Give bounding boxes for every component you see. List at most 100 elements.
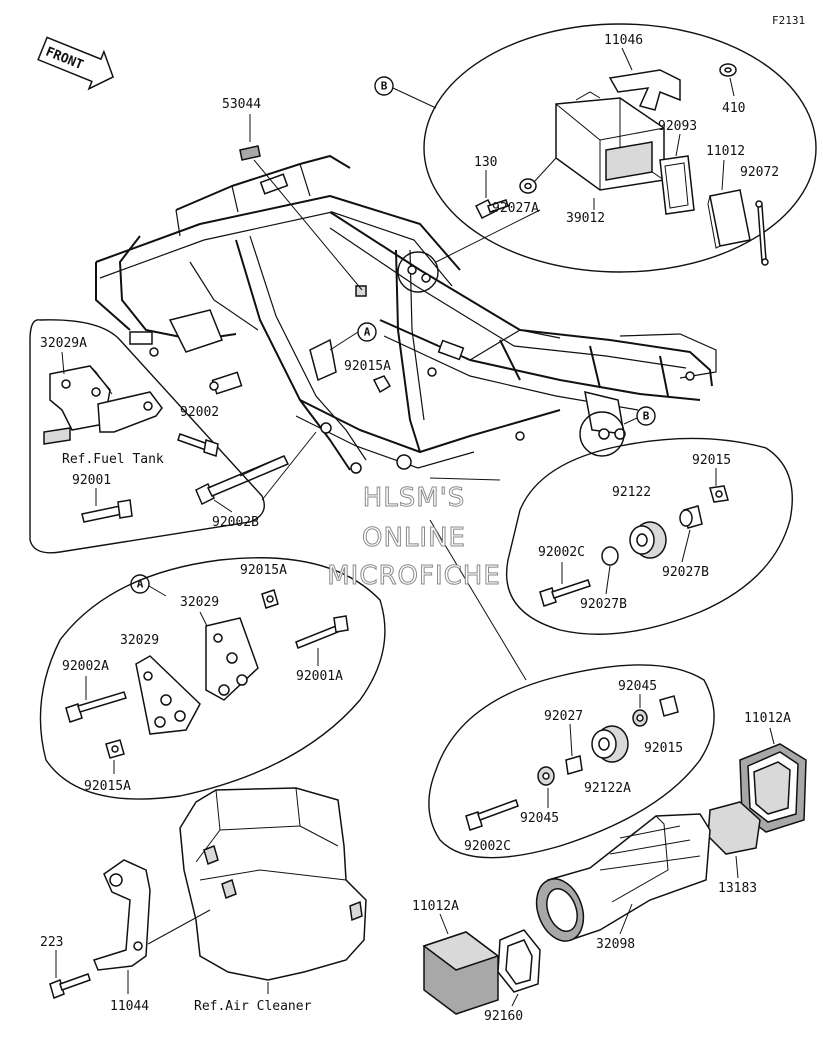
- label-92027b-right: 92027B: [662, 565, 709, 580]
- front-arrow-icon: FRONT: [37, 36, 115, 91]
- label-92002c-top: 92002C: [538, 545, 585, 560]
- nut-92015-lower: [659, 695, 679, 717]
- pad-53044: [239, 145, 261, 161]
- label-11044: 11044: [110, 999, 149, 1014]
- figure-code: F2131: [772, 14, 805, 27]
- watermark-line3: MICROFICHE: [327, 561, 501, 591]
- callout-a-frame-label: A: [364, 326, 371, 339]
- label-32029a: 32029A: [40, 336, 87, 351]
- group-b-bubble: [392, 23, 817, 273]
- label-92002a: 92002A: [62, 659, 109, 674]
- engine-mount-lower-bubble: [428, 519, 715, 859]
- bracket-11046: [608, 69, 681, 111]
- bolt-92002a: [65, 691, 127, 723]
- label-92027: 92027: [544, 709, 583, 724]
- label-92015a-a: 92015A: [240, 563, 287, 578]
- group-a-bubble: [39, 557, 386, 800]
- label-13183: 13183: [718, 881, 757, 896]
- collar-92027b-left: [601, 546, 619, 566]
- callout-a-frame: A: [357, 322, 377, 342]
- seal-92160: [497, 929, 541, 993]
- watermark: HLSM'S ONLINE MICROFICHE: [327, 483, 501, 592]
- label-92015a-bottom: 92015A: [84, 779, 131, 794]
- label-223: 223: [40, 935, 63, 950]
- bushing-92122a: [591, 725, 629, 763]
- label-32029-top: 32029: [180, 595, 219, 610]
- cover-11012: [707, 189, 751, 249]
- frame-assembly: [95, 155, 717, 474]
- label-92160: 92160: [484, 1009, 523, 1024]
- detail-circle-top: [397, 251, 439, 293]
- label-11012: 11012: [706, 144, 745, 159]
- filter-11012a-right: [739, 743, 807, 833]
- nut-92015a-bottom: [105, 739, 125, 759]
- bolt-92001: [81, 499, 133, 523]
- bolt-92002c-top: [539, 579, 591, 607]
- label-92045-top: 92045: [618, 679, 657, 694]
- label-92001a: 92001A: [296, 669, 343, 684]
- label-32029-left: 32029: [120, 633, 159, 648]
- bolt-92002c-bottom: [465, 799, 519, 831]
- label-92027a: 92027A: [492, 201, 539, 216]
- label-11046: 11046: [604, 33, 643, 48]
- label-92072: 92072: [740, 165, 779, 180]
- label-92093: 92093: [658, 119, 697, 134]
- plate-32029-left: [135, 655, 201, 735]
- label-92001: 92001: [72, 473, 111, 488]
- label-11012a-right: 11012A: [744, 711, 791, 726]
- label-92002c-bottom: 92002C: [464, 839, 511, 854]
- ref-fuel-tank: Ref.Fuel Tank: [62, 452, 164, 467]
- washer-92045-bottom: [537, 766, 555, 786]
- label-92002: 92002: [180, 405, 219, 420]
- washer-92045-top: [632, 709, 648, 727]
- bolt-92001a: [295, 615, 349, 649]
- callout-b-frame: B: [636, 406, 656, 426]
- bushing-92122: [629, 521, 667, 559]
- label-92015a-top: 92015A: [344, 359, 391, 374]
- nut-92015: [709, 485, 729, 503]
- collar-92027b-right: [679, 505, 703, 529]
- bolt-92002b: [195, 455, 290, 506]
- label-92002b: 92002B: [212, 515, 259, 530]
- bolt-92002: [177, 433, 219, 457]
- label-92045-bottom: 92045: [520, 811, 559, 826]
- label-92122: 92122: [612, 485, 651, 500]
- label-53044: 53044: [222, 97, 261, 112]
- label-11012a-left: 11012A: [412, 899, 459, 914]
- ref-air-cleaner: Ref.Air Cleaner: [194, 999, 312, 1014]
- nut-92015a-a: [261, 589, 279, 609]
- label-410: 410: [722, 101, 745, 116]
- washer-410: [719, 63, 737, 77]
- gasket-92093: [659, 155, 695, 215]
- bracket-32029a: [43, 365, 163, 445]
- watermark-line1: HLSM'S: [363, 483, 466, 513]
- bracket-11044: [93, 859, 151, 971]
- label-39012: 39012: [566, 211, 605, 226]
- label-92027b-left: 92027B: [580, 597, 627, 612]
- nut-92015a-frame: [372, 375, 392, 394]
- fuel-tank-bubble: [29, 319, 317, 554]
- air-cleaner-housing: [179, 787, 367, 981]
- callout-b-frame-label: B: [643, 410, 650, 423]
- label-32098: 32098: [596, 937, 635, 952]
- collar-92027: [565, 755, 583, 775]
- detail-circle-b: [579, 411, 625, 457]
- engine-mount-upper-bubble: [429, 437, 793, 635]
- bolt-130: [474, 198, 509, 220]
- label-130: 130: [474, 155, 497, 170]
- watermark-line2: ONLINE: [362, 523, 466, 553]
- filter-11012a-left: [422, 931, 500, 1015]
- callout-a-bubble-label: A: [137, 578, 144, 591]
- callout-b-top: B: [374, 76, 394, 96]
- strap-92072: [755, 200, 769, 266]
- plate-32029-right: [205, 617, 259, 701]
- duct-32098: [535, 813, 711, 942]
- callout-b-label: B: [381, 80, 388, 93]
- callout-a-bubble: A: [130, 574, 150, 594]
- label-92122a: 92122A: [584, 781, 631, 796]
- washer-92027a: [519, 178, 537, 194]
- screw-223: [49, 973, 91, 1000]
- label-92015-b: 92015: [644, 741, 683, 756]
- label-92015: 92015: [692, 453, 731, 468]
